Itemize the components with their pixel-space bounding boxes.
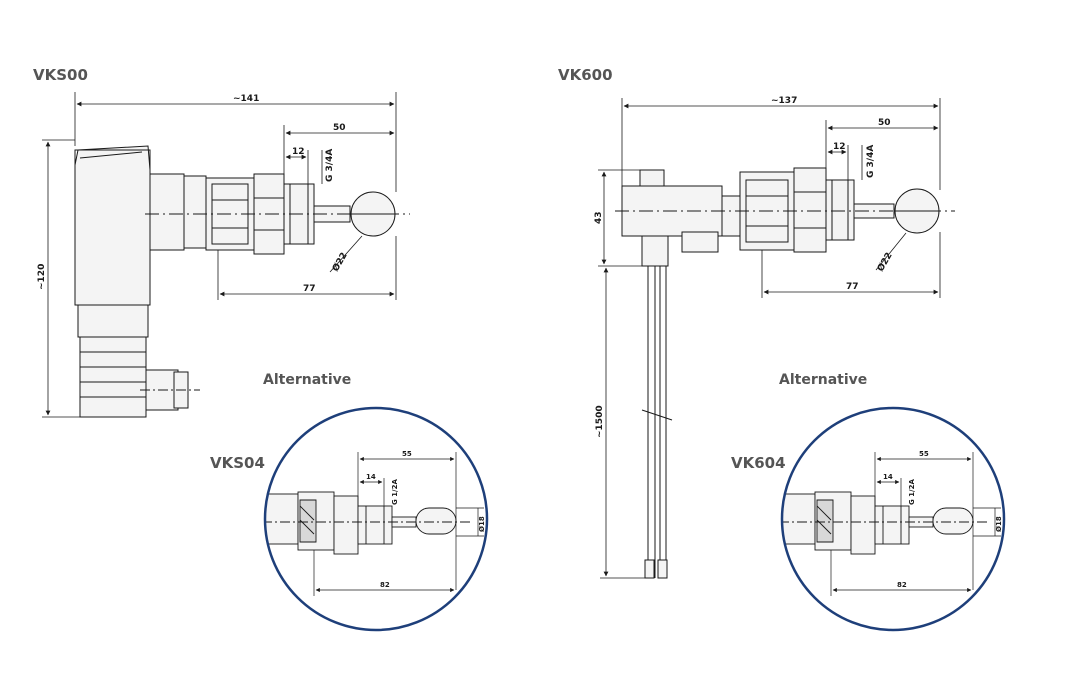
vk604-body-len-dim: 82 <box>897 581 907 589</box>
vks04-body-len-dim: 82 <box>380 581 390 589</box>
vks00-length-dim: ~141 <box>233 94 259 104</box>
vks00-ball-dim: Ø22 <box>330 251 350 274</box>
vk604-model-label: VK604 <box>731 454 786 472</box>
vk600-dimensions <box>598 98 941 579</box>
vk604-detail: 55 14 G 1/2A Ø18 82 <box>780 406 1006 632</box>
vk600-thread-dim: G 3/4A <box>866 145 876 178</box>
vk600-alternative-label: Alternative <box>779 372 868 388</box>
vk600-ball-dim: Ø22 <box>875 251 895 274</box>
vk600-title: VK600 <box>558 66 613 84</box>
vks04-detail: 55 14 G 1/2A Ø18 82 <box>263 406 489 632</box>
vks00-thread-dim: G 3/4A <box>325 149 335 182</box>
vks00-alternative-label: Alternative <box>263 372 352 388</box>
vks04-thread-len-dim: 14 <box>366 473 376 481</box>
vk600-housing-h-dim: 43 <box>594 211 604 224</box>
vk600-body-len-dim: 77 <box>846 282 859 292</box>
vks00-height-dim: ~120 <box>37 264 47 290</box>
vks04-reach-dim: 55 <box>402 450 412 458</box>
vk604-reach-dim: 55 <box>919 450 929 458</box>
vks00-reach-dim: 50 <box>333 123 346 133</box>
vk600-length-dim: ~137 <box>771 96 797 106</box>
vks00-drawing <box>74 145 410 418</box>
vks00-title: VKS00 <box>33 66 88 84</box>
vk604-thread-len-dim: 14 <box>883 473 893 481</box>
vks04-detail-circle <box>263 406 489 632</box>
vks04-ball-dim: Ø18 <box>478 516 486 532</box>
vks04-model-label: VKS04 <box>210 454 265 472</box>
vks00-thread-len-dim: 12 <box>292 147 305 157</box>
vk604-thread-dim: G 1/2A <box>908 479 916 505</box>
vk600-cable-len-dim: ~1500 <box>595 405 605 438</box>
vk604-ball-dim: Ø18 <box>995 516 1003 532</box>
vks00-dimensions <box>42 92 397 418</box>
vk600-drawing <box>615 167 955 579</box>
vk600-reach-dim: 50 <box>878 118 891 128</box>
vk600-thread-len-dim: 12 <box>833 142 846 152</box>
vk604-detail-circle <box>780 406 1006 632</box>
vks04-thread-dim: G 1/2A <box>391 479 399 505</box>
vks00-body-len-dim: 77 <box>303 284 316 294</box>
